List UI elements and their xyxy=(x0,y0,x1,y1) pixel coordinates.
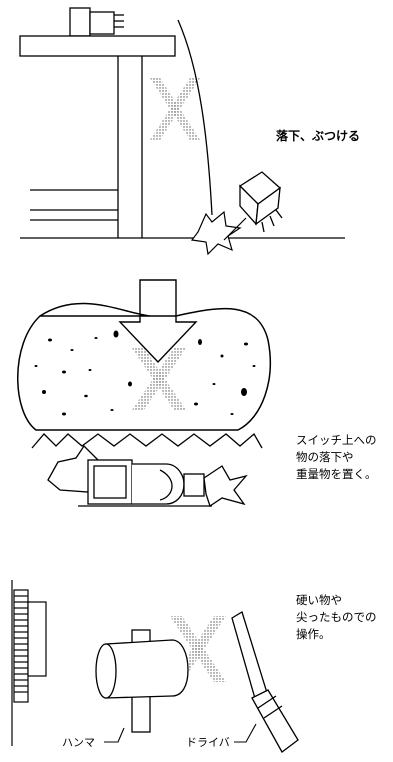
drop-caption: 落下、ぶつける xyxy=(276,128,360,143)
tools-caption-line-1: 硬い物や xyxy=(296,593,342,607)
prohibited-x-mark xyxy=(150,78,200,140)
prohibited-x-mark xyxy=(132,348,186,410)
crush-edge xyxy=(31,432,263,449)
switch-side-view xyxy=(11,580,47,746)
tools-caption-line-3: 操作。 xyxy=(296,627,331,641)
screwdriver-label: ドライバ xyxy=(186,736,230,749)
hammer-label: ハンマ xyxy=(62,736,95,749)
panel-tools: ハンマ ドライバ 硬い物や 尖ったものでの 操作。 xyxy=(11,580,380,753)
down-arrow xyxy=(118,279,198,364)
hammer-leader-line xyxy=(104,727,125,743)
screwdriver-leader-line xyxy=(234,723,257,743)
tools-caption-line-2: 尖ったものでの xyxy=(296,610,377,624)
impact-burst xyxy=(190,210,242,256)
screwdriver-icon xyxy=(231,611,299,753)
table xyxy=(19,35,345,239)
heavy-caption-line-3: 重量物を置く。 xyxy=(296,467,377,481)
motion-line xyxy=(223,217,247,241)
panel-heavy-object: スイッチ上への 物の落下や 重量物を置く。 xyxy=(17,279,380,508)
device-on-shelf xyxy=(69,7,124,37)
falling-switch xyxy=(238,171,283,233)
heavy-caption: スイッチ上への 物の落下や 重量物を置く。 xyxy=(296,433,380,481)
cable xyxy=(177,19,213,216)
hammer-icon xyxy=(95,629,189,733)
heavy-caption-line-1: スイッチ上への xyxy=(296,433,377,447)
tools-caption: 硬い物や 尖ったものでの 操作。 xyxy=(296,593,380,641)
panel-drop: 落下、ぶつける xyxy=(19,7,360,256)
crushed-switch xyxy=(47,444,248,508)
heavy-caption-line-2: 物の落下や xyxy=(296,450,354,464)
heavy-boulder xyxy=(17,302,272,431)
boulder-speckles xyxy=(34,330,256,416)
